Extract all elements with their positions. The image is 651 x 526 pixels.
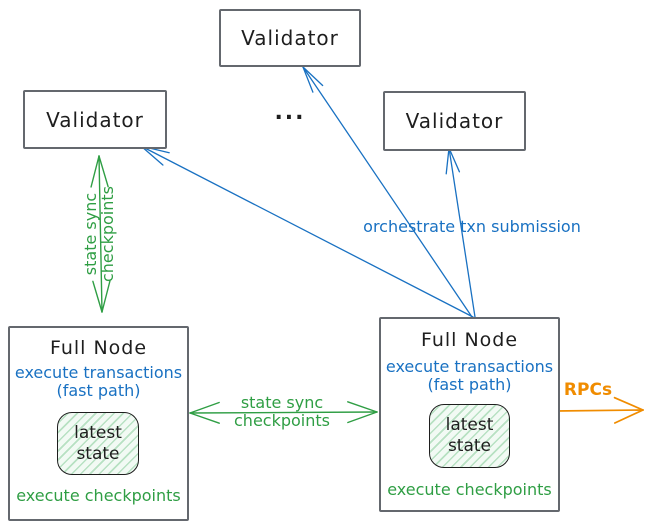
latest-state-right-line1: latest xyxy=(445,415,494,435)
orchestrate-txn-submission-label: orchestrate txn submission xyxy=(363,217,581,236)
state-sync-vertical-line2: checkpoints xyxy=(98,186,117,282)
validator-box-left: Validator xyxy=(23,90,167,149)
validator-top-label: Validator xyxy=(241,26,339,50)
full-node-right-fast-path: (fast path) xyxy=(427,375,512,394)
latest-state-box-left: latest state xyxy=(57,412,139,475)
validator-left-label: Validator xyxy=(46,107,144,132)
rpcs-label: RPCs xyxy=(563,380,613,400)
full-node-left-title: Full Node xyxy=(49,337,148,359)
state-sync-horizontal-label: state sync checkpoints xyxy=(212,394,352,430)
latest-state-left-line2: state xyxy=(76,443,120,464)
full-node-right-execute-checkpoints: execute checkpoints xyxy=(387,480,552,499)
state-sync-vertical-label: state sync checkpoints xyxy=(81,174,118,294)
full-node-left-execute-transactions: execute transactions xyxy=(14,363,183,382)
full-node-box-right: Full Node execute transactions (fast pat… xyxy=(379,317,560,512)
validator-box-top: Validator xyxy=(219,9,361,67)
state-sync-horizontal-line1: state sync xyxy=(240,393,324,412)
latest-state-left-line1: latest xyxy=(74,422,122,443)
state-sync-horizontal-line2: checkpoints xyxy=(234,411,330,430)
rpcs-arrow xyxy=(555,396,644,424)
state-sync-vertical-line1: state sync xyxy=(81,192,100,276)
latest-state-box-right: latest state xyxy=(429,404,510,468)
full-node-right-execute-transactions: execute transactions xyxy=(385,357,554,376)
more-validators-ellipsis: ... xyxy=(274,100,306,125)
full-node-right-title: Full Node xyxy=(420,329,519,351)
full-node-left-fast-path: (fast path) xyxy=(56,381,141,400)
latest-state-right-line2: state xyxy=(447,436,492,456)
full-node-left-execute-checkpoints: execute checkpoints xyxy=(16,486,181,505)
full-node-box-left: Full Node execute transactions (fast pat… xyxy=(8,326,189,521)
validator-box-right: Validator xyxy=(383,91,526,151)
validator-right-label: Validator xyxy=(405,109,504,133)
